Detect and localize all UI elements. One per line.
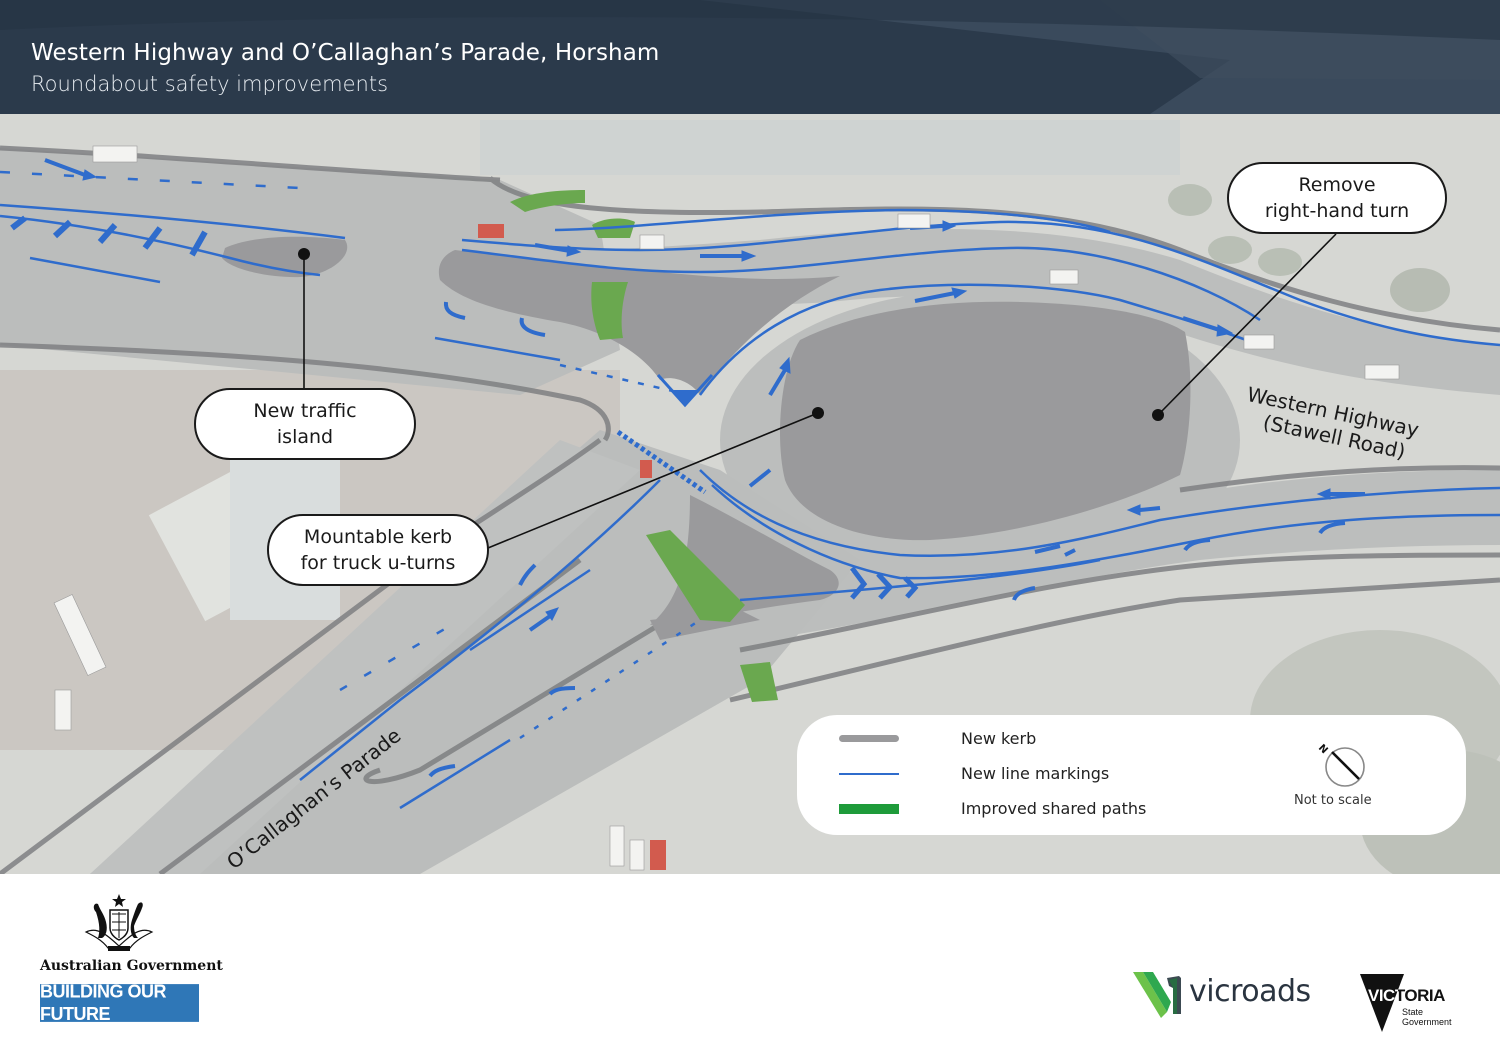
callout-line: Mountable kerb [303, 526, 453, 548]
legend-item-shared-paths: Improved shared paths [839, 799, 1146, 818]
legend-swatch-kerb [839, 735, 899, 742]
victoria-wordmark-text: VICTORIA [1368, 986, 1445, 1005]
legend-swatch-line [839, 772, 899, 775]
aerial-map: New traffic island Mountable kerb for tr… [0, 114, 1500, 874]
map-legend: New kerb New line markings Improved shar… [797, 715, 1466, 835]
victoria-sub-state: State [1402, 1007, 1424, 1017]
page-footer: Australian Government BUILDING OUR FUTUR… [0, 874, 1500, 1041]
map-drawing [0, 114, 1500, 874]
north-label: N [1316, 743, 1330, 757]
victoria-state-government-logo: VICTORIA State Government [1360, 974, 1470, 1032]
australian-government-label: Australian Government [40, 958, 223, 974]
vicroads-wordmark: vicroads [1189, 974, 1311, 1009]
legend-label: New line markings [961, 764, 1110, 783]
legend-label: New kerb [961, 729, 1037, 748]
page-subtitle: Roundabout safety improvements [31, 72, 389, 96]
building-our-future-badge: BUILDING OUR FUTURE [40, 981, 199, 1024]
page-title: Western Highway and O’Callaghan’s Parade… [31, 40, 660, 66]
victoria-sub-government: Government [1402, 1017, 1452, 1027]
north-arrow-icon: N [1316, 743, 1365, 787]
legend-item-line-markings: New line markings [839, 764, 1109, 783]
header-background-shapes [0, 0, 1500, 114]
page-header: Western Highway and O’Callaghan’s Parade… [0, 0, 1500, 114]
scale-note: Not to scale [1294, 793, 1372, 808]
vicroads-logo: vicroads [1133, 970, 1318, 1020]
callout-new-traffic-island: New traffic island [194, 388, 416, 460]
victoria-subtitle: State Government [1402, 1007, 1452, 1027]
victoria-wordmark: VICTORIA [1368, 986, 1445, 1006]
callout-mountable-kerb: Mountable kerb for truck u-turns [267, 514, 489, 586]
legend-swatch-path [839, 803, 899, 814]
callout-line: for truck u-turns [300, 552, 456, 574]
callout-line: Remove [1298, 174, 1376, 196]
legend-label: Improved shared paths [961, 799, 1147, 818]
legend-item-new-kerb: New kerb [839, 729, 1036, 748]
callout-line: New traffic [253, 400, 357, 422]
callout-remove-right-hand-turn: Remove right-hand turn [1227, 162, 1447, 234]
coat-of-arms-icon [84, 894, 154, 951]
callout-line: island [276, 426, 334, 448]
callout-line: right-hand turn [1264, 200, 1410, 222]
victoria-triangle-icon [1360, 974, 1404, 1032]
vicroads-v-icon [1133, 972, 1181, 1018]
